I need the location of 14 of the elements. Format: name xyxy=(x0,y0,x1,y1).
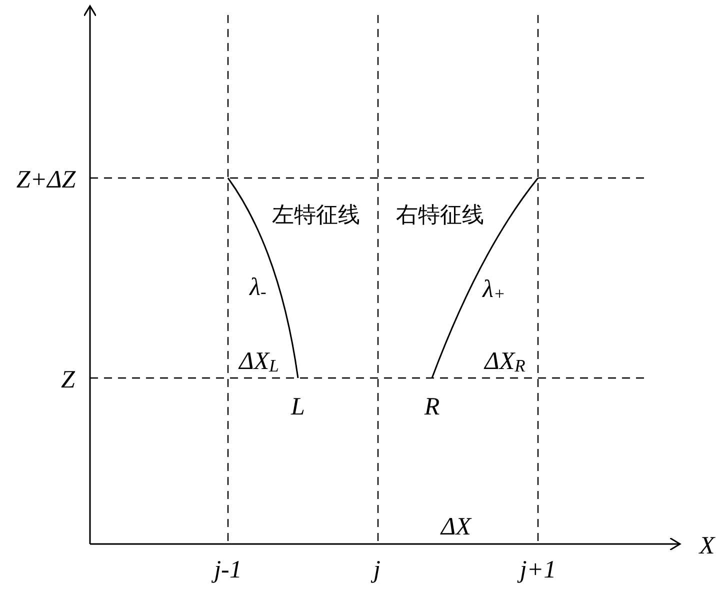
tick-label: j-1 xyxy=(214,558,242,582)
axis-label: Z+ΔZ xyxy=(16,168,76,192)
axis-label: X xyxy=(699,534,715,558)
curve-label: 左特征线 xyxy=(272,205,360,227)
curve-label: λ$_{-}$ xyxy=(250,274,266,302)
axis-label: Z xyxy=(61,368,75,392)
curve-label: 右特征线 xyxy=(396,205,484,227)
interval-label: ΔX xyxy=(441,514,471,540)
tick-label: j+1 xyxy=(520,558,556,582)
point-label: R xyxy=(424,394,440,420)
interval-label: ΔX$_{L}$ xyxy=(239,348,279,376)
point-label: L xyxy=(291,394,305,420)
curve-label: λ$_{+}$ xyxy=(482,276,506,304)
interval-label: ΔX$_{R}$ xyxy=(484,348,526,376)
